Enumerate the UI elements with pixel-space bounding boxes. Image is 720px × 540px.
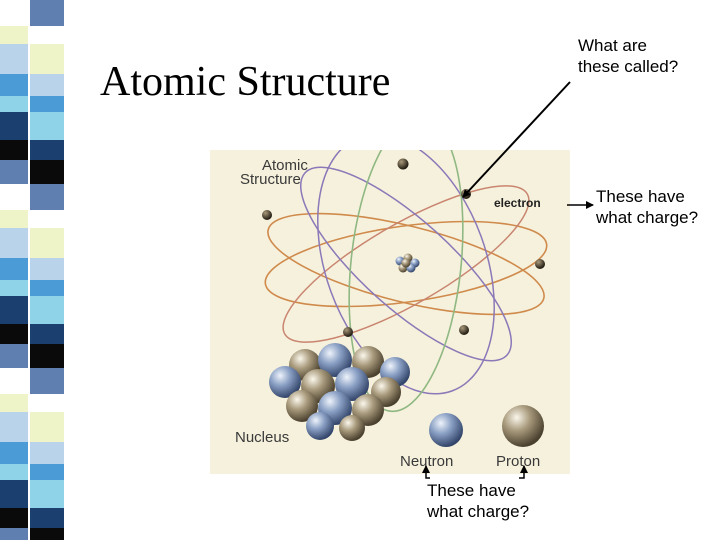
stripe-block xyxy=(0,26,28,44)
electron-particle xyxy=(461,189,471,199)
callout-line-1: What are xyxy=(578,36,647,55)
stripe-block xyxy=(30,0,64,26)
stripe-block xyxy=(0,368,28,394)
callout-electron-charge: These have what charge? xyxy=(596,186,698,228)
nucleus-center xyxy=(395,253,420,273)
callout-line-1: These have xyxy=(596,187,685,206)
neutron-particle xyxy=(429,413,463,447)
stripe-block xyxy=(30,258,64,280)
callout-nucleon-charge: These have what charge? xyxy=(427,480,529,522)
nucleus-label: Nucleus xyxy=(235,429,289,446)
stripe-block xyxy=(0,344,28,368)
figure-heading-line-1: Atomic xyxy=(262,157,308,174)
stripe-block xyxy=(30,344,64,368)
electron-particle xyxy=(397,158,409,170)
stripe-block xyxy=(0,464,28,480)
stripe-block xyxy=(30,210,64,228)
stripe-block xyxy=(0,528,28,540)
callout-line-2: what charge? xyxy=(427,502,530,521)
stripe-block xyxy=(30,160,64,184)
stripe-block xyxy=(30,228,64,258)
orbit-ring xyxy=(299,166,513,362)
stripe-block xyxy=(30,394,64,412)
stripe-block xyxy=(0,508,28,528)
stripe-block xyxy=(30,464,64,480)
stripe-block xyxy=(30,74,64,96)
stripe-block xyxy=(0,184,28,210)
callout-name-question: What are these called? xyxy=(578,35,678,77)
stripe-block xyxy=(0,96,28,112)
stripe-block xyxy=(0,442,28,464)
stripe-block xyxy=(30,528,64,540)
stripe-block xyxy=(30,44,64,74)
stripe-block xyxy=(30,26,64,44)
stripe-block xyxy=(30,368,64,394)
stripe-block xyxy=(30,442,64,464)
electron-label: electron xyxy=(494,196,541,210)
stripe-block xyxy=(0,280,28,296)
neutron-label: Neutron xyxy=(400,453,453,470)
stripe-block xyxy=(0,140,28,160)
stripe-block xyxy=(30,508,64,528)
stripe-block xyxy=(0,44,28,74)
stripe-block xyxy=(30,324,64,344)
proton-particle xyxy=(502,405,544,447)
decorative-side-stripe xyxy=(0,0,64,540)
stripe-block xyxy=(0,0,28,26)
stripe-block xyxy=(0,412,28,442)
stripe-block xyxy=(30,184,64,210)
stripe-block xyxy=(30,280,64,296)
atom-diagram: Atomic Structure electron Nucle xyxy=(210,150,570,474)
figure-heading-line-2: Structure xyxy=(240,171,301,188)
proton-label: Proton xyxy=(496,453,540,470)
stripe-block xyxy=(0,228,28,258)
stripe-block xyxy=(0,210,28,228)
electron-particle xyxy=(262,210,272,220)
stripe-block xyxy=(30,480,64,508)
callout-line-1: These have xyxy=(427,481,516,500)
orbit-ring xyxy=(348,150,464,413)
orbit-ring xyxy=(317,150,495,395)
stripe-block xyxy=(30,140,64,160)
stripe-block xyxy=(0,324,28,344)
stripe-block xyxy=(30,96,64,112)
slide-title: Atomic Structure xyxy=(100,59,391,105)
stripe-block xyxy=(30,112,64,140)
stripe-block xyxy=(0,74,28,96)
callout-line-2: what charge? xyxy=(596,208,699,227)
stripe-block xyxy=(0,296,28,324)
orbit-ring xyxy=(267,212,545,316)
stripe-block xyxy=(0,160,28,184)
electron-particle xyxy=(343,327,353,337)
electron-particle xyxy=(459,325,469,335)
stripe-block xyxy=(30,412,64,442)
callout-line-2: these called? xyxy=(578,57,679,76)
stripe-block xyxy=(0,258,28,280)
stripe-block xyxy=(0,112,28,140)
stripe-block xyxy=(0,480,28,508)
stripe-block xyxy=(30,296,64,324)
electron-particle xyxy=(535,259,545,269)
nucleus-enlarged xyxy=(269,343,410,441)
orbit-ring xyxy=(264,220,548,308)
stripe-block xyxy=(0,394,28,412)
